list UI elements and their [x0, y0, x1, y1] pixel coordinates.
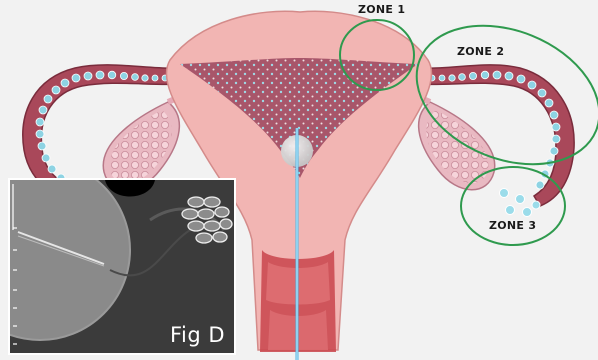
released-eggs — [500, 189, 541, 217]
zone-1-label: ZONE 1 — [358, 3, 405, 16]
ultrasound-inset: Fig D — [8, 178, 236, 355]
zone-3-label: ZONE 3 — [489, 219, 536, 232]
figure-caption: Fig D — [170, 323, 225, 347]
zone-2-label: ZONE 2 — [457, 45, 504, 58]
